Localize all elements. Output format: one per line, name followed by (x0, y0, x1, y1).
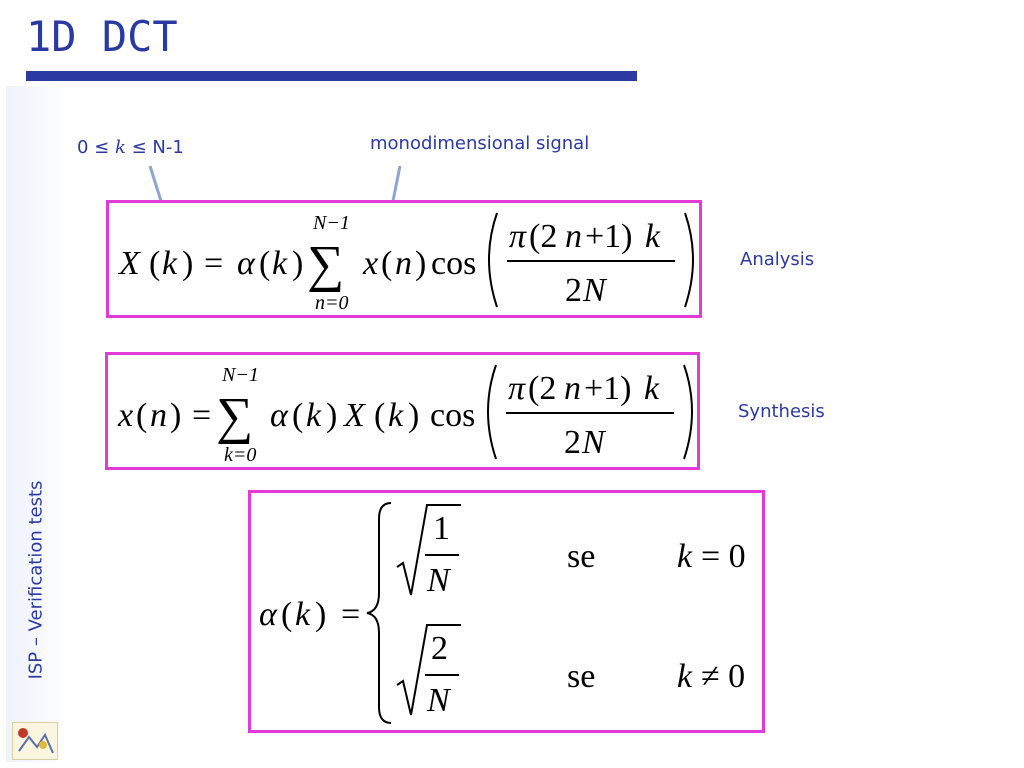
cos-function: cos (430, 397, 475, 434)
case2-condition: ≠ 0 (701, 658, 745, 695)
logo-icon (12, 722, 58, 760)
paren-open: ( (281, 596, 292, 633)
pi-symbol: π (508, 370, 526, 407)
title-underline (26, 71, 637, 81)
k-symbol: k (388, 397, 404, 434)
equals-sign: = (192, 397, 211, 434)
paren-close: ) (326, 397, 337, 434)
k-symbol: k (272, 245, 288, 282)
X-symbol: X (342, 397, 366, 434)
sum-upper-limit: N−1 (312, 212, 350, 234)
synthesis-label: Synthesis (738, 401, 825, 422)
k-symbol: k (677, 658, 693, 695)
numerator-plus: +1) (584, 370, 632, 407)
X-symbol: X (117, 245, 141, 282)
sqrt-sign (396, 504, 461, 596)
numerator-two: 2 (431, 630, 448, 667)
n-symbol: n (395, 245, 412, 282)
x-symbol: x (117, 397, 133, 434)
numerator-open: (2 (528, 370, 556, 407)
paren-open: ( (381, 245, 392, 282)
paren-open: ( (374, 397, 385, 434)
case1-condition: = 0 (701, 538, 746, 575)
alpha-definition-box: α ( k ) = 1 N se k = 0 2 N se k ≠ 0 (248, 490, 765, 733)
paren-open: ( (259, 245, 270, 282)
sqrt-sign (396, 624, 461, 716)
numerator-plus: +1) (585, 218, 633, 255)
cos-function: cos (431, 245, 476, 282)
case2-se: se (567, 658, 595, 695)
synthesis-equation: x ( n ) = ∑ N−1 k=0 α ( k ) X ( k ) cos … (117, 364, 693, 466)
analysis-label: Analysis (740, 249, 815, 270)
N-symbol: N (426, 562, 452, 599)
sum-upper-limit: N−1 (221, 364, 259, 386)
k-symbol: k (114, 137, 126, 158)
x-symbol: x (362, 245, 378, 282)
paren-close: ) (415, 245, 426, 282)
N-symbol: N (426, 682, 452, 719)
big-paren-open (488, 212, 498, 308)
n-symbol: n (564, 370, 581, 407)
alpha-symbol: α (259, 596, 278, 633)
pi-symbol: π (509, 218, 527, 255)
synthesis-equation-box: x ( n ) = ∑ N−1 k=0 α ( k ) X ( k ) cos … (105, 352, 700, 470)
equals-sign: = (341, 596, 360, 633)
k-symbol: k (306, 397, 322, 434)
sidebar-band (6, 86, 64, 762)
sum-symbol: ∑ (307, 236, 344, 293)
denominator-two: 2 (565, 272, 582, 309)
k-range-note: 0 ≤ k ≤ N-1 (77, 137, 184, 158)
analysis-equation: X ( k ) = α ( k ) ∑ N−1 n=0 x ( n ) cos … (117, 212, 694, 314)
sum-lower-limit: k=0 (224, 444, 256, 466)
alpha-symbol: α (270, 397, 289, 434)
n-symbol: n (150, 397, 167, 434)
paren-open: ( (136, 397, 147, 434)
n-symbol: n (565, 218, 582, 255)
big-paren-close (684, 212, 694, 308)
denominator-two: 2 (564, 424, 581, 461)
big-paren-close (683, 364, 693, 460)
numerator-open: (2 (529, 218, 557, 255)
paren-close: ) (292, 245, 303, 282)
cases-brace (366, 502, 392, 724)
signal-note: monodimensional signal (370, 133, 590, 154)
paren-open: ( (292, 397, 303, 434)
alpha-definition: α ( k ) = 1 N se k = 0 2 N se k ≠ 0 (259, 502, 746, 724)
k-symbol: k (295, 596, 311, 633)
paren-close: ) (408, 397, 419, 434)
page-title: 1D DCT (26, 12, 178, 61)
analysis-equation-box: X ( k ) = α ( k ) ∑ N−1 n=0 x ( n ) cos … (106, 200, 702, 318)
N-symbol: N (581, 424, 607, 461)
paren-close: ) (182, 245, 193, 282)
numerator-one: 1 (433, 510, 450, 547)
sum-symbol: ∑ (216, 388, 253, 445)
N-symbol: N (582, 272, 608, 309)
k-range-end: ≤ N-1 (125, 137, 184, 158)
sum-lower-limit: n=0 (315, 292, 349, 314)
k-symbol: k (162, 245, 178, 282)
equals-sign: = (204, 245, 223, 282)
k-symbol: k (644, 370, 660, 407)
k-symbol: k (677, 538, 693, 575)
case1-se: se (567, 538, 595, 575)
k-range-start: 0 ≤ (77, 137, 115, 158)
k-symbol: k (645, 218, 661, 255)
big-paren-open (487, 364, 497, 460)
alpha-symbol: α (237, 245, 256, 282)
paren-close: ) (170, 397, 181, 434)
paren-open: ( (149, 245, 160, 282)
paren-close: ) (315, 596, 326, 633)
